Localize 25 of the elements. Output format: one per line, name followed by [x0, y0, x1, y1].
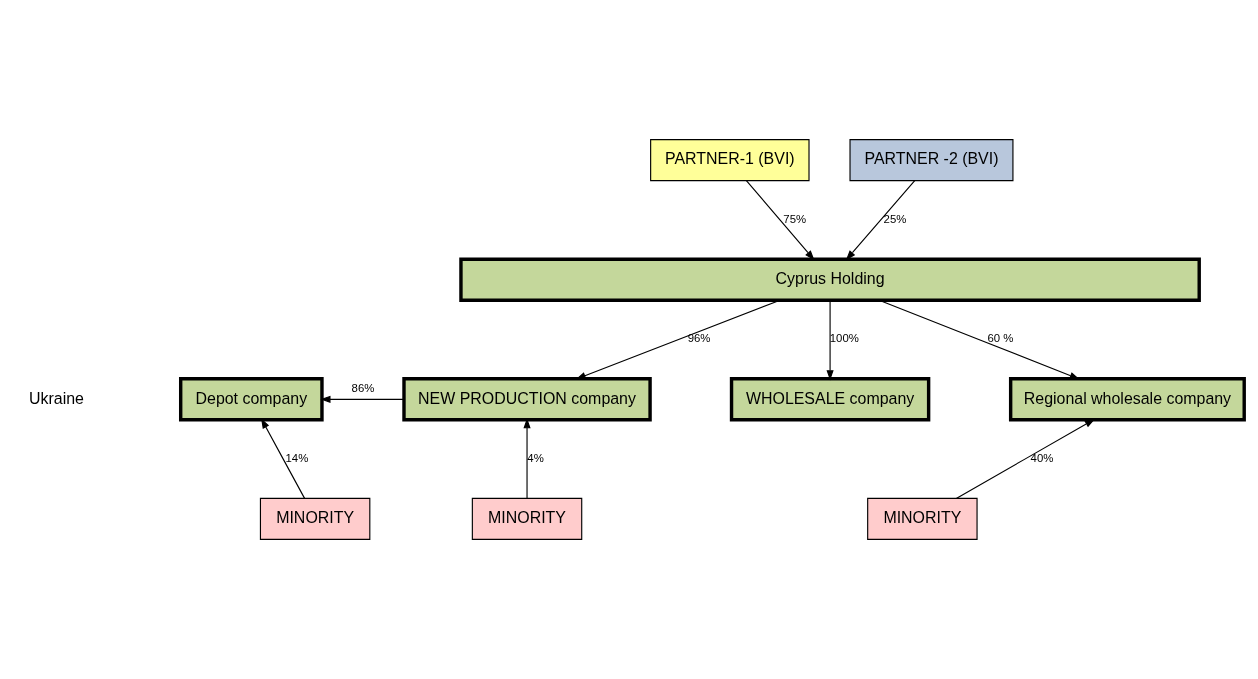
- label: Ukraine: [29, 389, 84, 407]
- arrow: [845, 180, 916, 261]
- edge-label: 96%: [687, 332, 711, 345]
- edge-label: 86%: [351, 382, 375, 395]
- node-box: Regional wholesale company: [1008, 377, 1246, 422]
- arrow: [320, 395, 405, 403]
- edge-label: 14%: [285, 451, 309, 464]
- arrow: [523, 418, 531, 499]
- edge-label: 60 %: [987, 332, 1014, 345]
- node-box: MINORITY: [259, 497, 371, 540]
- node-box: NEW PRODUCTION company: [402, 377, 652, 422]
- node-box: MINORITY: [471, 497, 583, 540]
- node-box: Cyprus Holding: [459, 257, 1201, 302]
- node-box: MINORITY: [867, 497, 978, 540]
- node-box: Depot company: [179, 377, 324, 422]
- arrow: [826, 299, 834, 381]
- node-box: WHOLESALE company: [729, 377, 931, 422]
- arrow: [745, 180, 815, 261]
- arrow: [955, 418, 1096, 499]
- node-box: PARTNER -2 (BVI): [849, 139, 1014, 182]
- node-box: PARTNER-1 (BVI): [650, 139, 810, 182]
- edge-label: 75%: [783, 212, 807, 225]
- arrow: [261, 418, 306, 499]
- edge-label: 40%: [1030, 451, 1054, 464]
- edge-label: 25%: [883, 212, 907, 225]
